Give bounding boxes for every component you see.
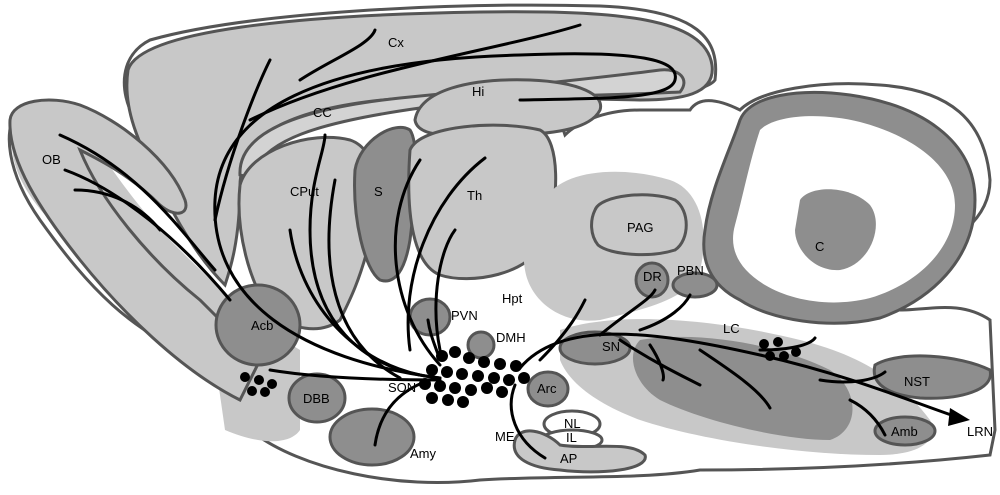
label-dr: DR: [643, 269, 662, 284]
pag-region: [590, 193, 688, 257]
label-s: S: [374, 184, 383, 199]
label-ap: AP: [560, 451, 577, 466]
label-ob: OB: [42, 152, 61, 167]
dbb-region: [287, 372, 347, 424]
label-dbb: DBB: [303, 391, 330, 406]
label-c: C: [815, 239, 824, 254]
amygdala-region: [328, 407, 416, 467]
label-amy: Amy: [410, 446, 437, 461]
label-il: IL: [566, 430, 577, 445]
ap-region: [512, 429, 647, 474]
cell-cluster-olfactory: [240, 372, 277, 397]
arc-region: [526, 370, 570, 408]
cell-cluster-lc: [759, 337, 801, 361]
label-cx: Cx: [388, 35, 404, 50]
label-cc: CC: [313, 105, 332, 120]
pbn-region: [671, 271, 719, 299]
dr-region: [634, 261, 670, 299]
label-pvn: PVN: [451, 308, 478, 323]
nst-region: [872, 354, 992, 400]
label-nl: NL: [564, 416, 581, 431]
label-th: Th: [467, 188, 482, 203]
label-cput: CPut: [290, 184, 319, 199]
cell-cluster-hypothalamus: [419, 346, 530, 408]
lrn-arrowhead: [948, 408, 970, 426]
label-pag: PAG: [627, 220, 654, 235]
label-lrn: LRN: [967, 424, 993, 439]
label-amb: Amb: [891, 424, 918, 439]
label-arc: Arc: [537, 381, 557, 396]
label-lc: LC: [723, 321, 740, 336]
acb-region: [214, 283, 302, 367]
label-hpt: Hpt: [502, 291, 523, 306]
cerebellum-center: [795, 189, 876, 271]
label-me: ME: [495, 429, 515, 444]
label-son: SON: [388, 380, 416, 395]
label-acb: Acb: [251, 318, 273, 333]
label-dmh: DMH: [496, 330, 526, 345]
olfactory-bulb-region: [8, 98, 262, 403]
label-sn: SN: [602, 339, 620, 354]
label-nst: NST: [904, 374, 930, 389]
amb-region: [873, 415, 937, 447]
label-pbn: PBN: [677, 263, 704, 278]
label-hi: Hi: [472, 84, 484, 99]
corpus-callosum-region: [238, 68, 686, 180]
septum-region: [353, 125, 418, 283]
